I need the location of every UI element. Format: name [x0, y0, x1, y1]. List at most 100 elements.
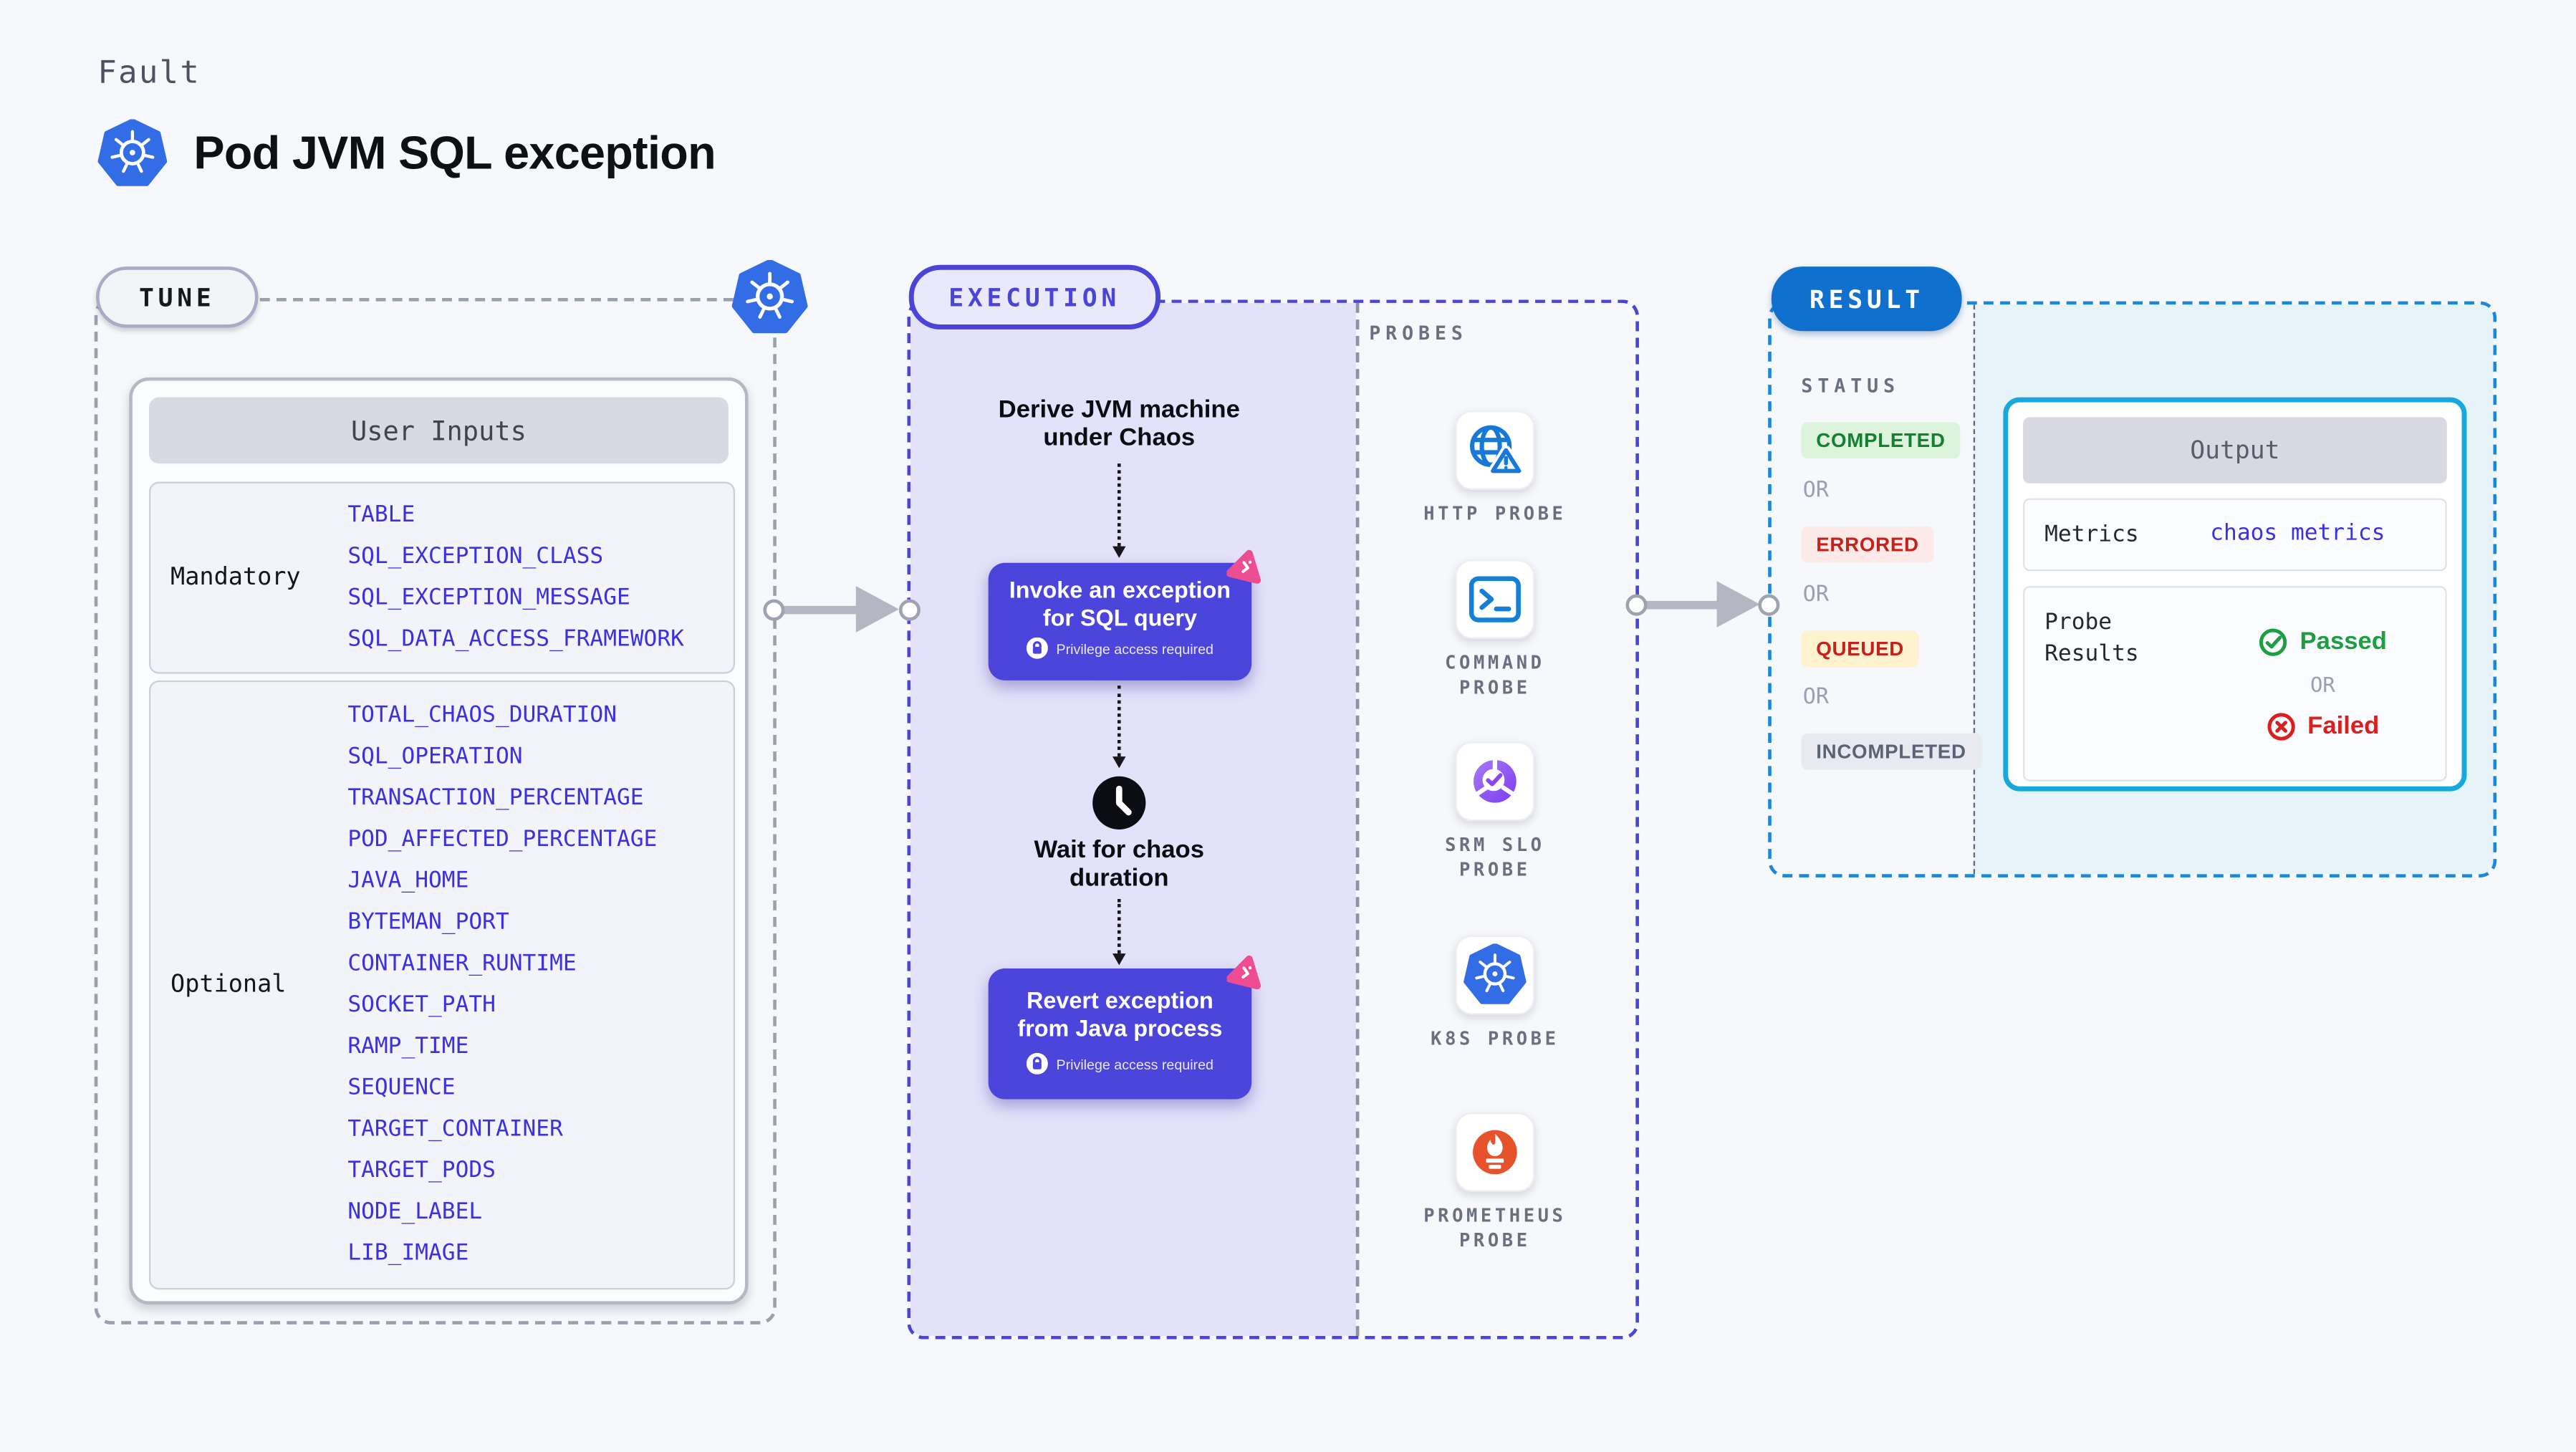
arrow-down-icon [1111, 756, 1125, 769]
probe-card [1455, 410, 1535, 491]
result-badge: RESULT [1771, 266, 1963, 332]
status-badge-errored: ERRORED [1801, 526, 1934, 563]
fault-kicker: Fault [97, 54, 201, 92]
input-field: SEQUENCE [347, 1074, 456, 1101]
or-separator: OR [2310, 671, 2335, 696]
or-separator: OR [1802, 582, 1829, 608]
input-field: SQL_EXCEPTION_MESSAGE [347, 584, 630, 611]
chaos-icon [1226, 548, 1264, 586]
probe-results-row: Probe Results Passed OR Faile [2023, 586, 2447, 782]
failed-line: Failed [2266, 711, 2379, 741]
flow-connector [1117, 463, 1121, 547]
tune-badge: TUNE [96, 266, 259, 328]
lock-icon [1027, 638, 1048, 659]
probe-card [1455, 741, 1535, 822]
arrow-down-icon [1111, 953, 1125, 966]
probe-item-k8s: K8S PROBE [1416, 935, 1575, 1052]
action-title: Revert exception from Java process [1017, 986, 1223, 1042]
input-field: TARGET_CONTAINER [347, 1115, 563, 1143]
probe-item-prometheus: PROMETHEUS PROBE [1416, 1112, 1575, 1253]
input-field: JAVA_HOME [347, 867, 469, 894]
mandatory-label: Mandatory [170, 564, 301, 592]
lock-icon [1027, 1053, 1048, 1074]
privilege-note: Privilege access required [989, 638, 1251, 659]
input-field: RAMP_TIME [347, 1033, 469, 1060]
clock-icon [1092, 776, 1146, 830]
globe-alert-icon [1470, 425, 1524, 476]
probe-label: SRM SLO PROBE [1445, 834, 1545, 880]
connector-dot [1625, 593, 1647, 615]
input-field: TARGET_PODS [347, 1157, 496, 1184]
check-circle-icon [2259, 628, 2287, 655]
probe-results-label: Probe Results [2044, 609, 2139, 668]
output-title: Output [2023, 417, 2447, 484]
kubernetes-icon [731, 260, 807, 336]
flow-arrow-head [1716, 581, 1760, 628]
input-field: SOCKET_PATH [347, 991, 496, 1019]
arrow-down-icon [1111, 546, 1125, 558]
input-field: TRANSACTION_PERCENTAGE [347, 784, 644, 812]
x-circle-icon [2267, 712, 2295, 740]
input-field: LIB_IMAGE [347, 1239, 469, 1266]
flow-arrow [1635, 600, 1722, 609]
probe-label: K8S PROBE [1431, 1028, 1559, 1050]
kubernetes-icon [1464, 943, 1527, 1006]
user-inputs-title: User Inputs [148, 397, 729, 464]
probe-label: COMMAND PROBE [1445, 652, 1545, 698]
input-field: CONTAINER_RUNTIME [347, 950, 577, 977]
probe-item-command: COMMAND PROBE [1416, 559, 1575, 700]
privilege-note-text: Privilege access required [1056, 640, 1213, 657]
input-field: BYTEMAN_PORT [347, 908, 509, 936]
input-field: NODE_LABEL [347, 1198, 483, 1226]
status-badge-queued: QUEUED [1801, 630, 1919, 668]
probe-label: PROMETHEUS PROBE [1423, 1205, 1567, 1251]
mandatory-inputs-row: Mandatory TABLE SQL_EXCEPTION_CLASS SQL_EX… [148, 481, 736, 674]
or-separator: OR [1802, 478, 1829, 504]
privilege-note: Privilege access required [989, 1053, 1251, 1074]
status-badge-incompleted: INCOMPLETED [1801, 733, 1981, 770]
input-field: SQL_DATA_ACCESS_FRAMEWORK [347, 625, 684, 653]
step-invoke-exception: Invoke an exception for SQL query Privil… [988, 563, 1251, 681]
step-wait-duration: Wait for chaos duration [1034, 836, 1205, 892]
passed-line: Passed [2259, 627, 2387, 657]
output-card: Output Metrics chaos metrics Probe Resul… [2003, 397, 2467, 792]
probe-label: HTTP PROBE [1423, 503, 1567, 525]
failed-label: Failed [2307, 711, 2380, 741]
chaos-icon [1226, 953, 1264, 991]
tune-section [94, 297, 777, 1324]
status-badge-completed: COMPLETED [1801, 422, 1961, 459]
mandatory-field-list: TABLE SQL_EXCEPTION_CLASS SQL_EXCEPTION_ME… [347, 484, 684, 672]
probe-results-values: Passed OR Failed [2207, 587, 2439, 779]
passed-label: Passed [2299, 627, 2387, 656]
execution-badge: EXECUTION [908, 264, 1160, 330]
probes-title: PROBES [1369, 321, 1468, 345]
flow-connector [1117, 685, 1121, 757]
flow-arrow-head [855, 586, 899, 633]
input-field: TABLE [347, 501, 415, 529]
probe-item-http: HTTP PROBE [1416, 410, 1575, 527]
or-separator: OR [1802, 685, 1829, 711]
input-field: SQL_OPERATION [347, 743, 523, 770]
input-field: SQL_EXCEPTION_CLASS [347, 543, 604, 570]
optional-label: Optional [170, 971, 287, 999]
kubernetes-icon [97, 119, 167, 188]
user-inputs-panel: User Inputs Mandatory TABLE SQL_EXCEPTION… [129, 377, 749, 1305]
metrics-row: Metrics chaos metrics [2023, 498, 2447, 572]
input-field: POD_AFFECTED_PERCENTAGE [347, 826, 658, 853]
flow-connector [1117, 898, 1121, 954]
privilege-note-text: Privilege access required [1056, 1055, 1213, 1072]
probes-divider [1355, 302, 1360, 1337]
result-divider [1973, 304, 1976, 875]
terminal-icon [1469, 576, 1521, 622]
connector-dot [1757, 593, 1779, 615]
prometheus-icon [1473, 1130, 1517, 1175]
metrics-label: Metrics [2044, 521, 2139, 548]
step-derive-jvm: Derive JVM machine under Chaos [998, 395, 1240, 451]
probe-card [1455, 559, 1535, 640]
status-title: STATUS [1801, 374, 1900, 398]
metrics-value: chaos metrics [2210, 519, 2385, 547]
probe-card [1455, 1112, 1535, 1192]
probe-card [1455, 935, 1535, 1015]
